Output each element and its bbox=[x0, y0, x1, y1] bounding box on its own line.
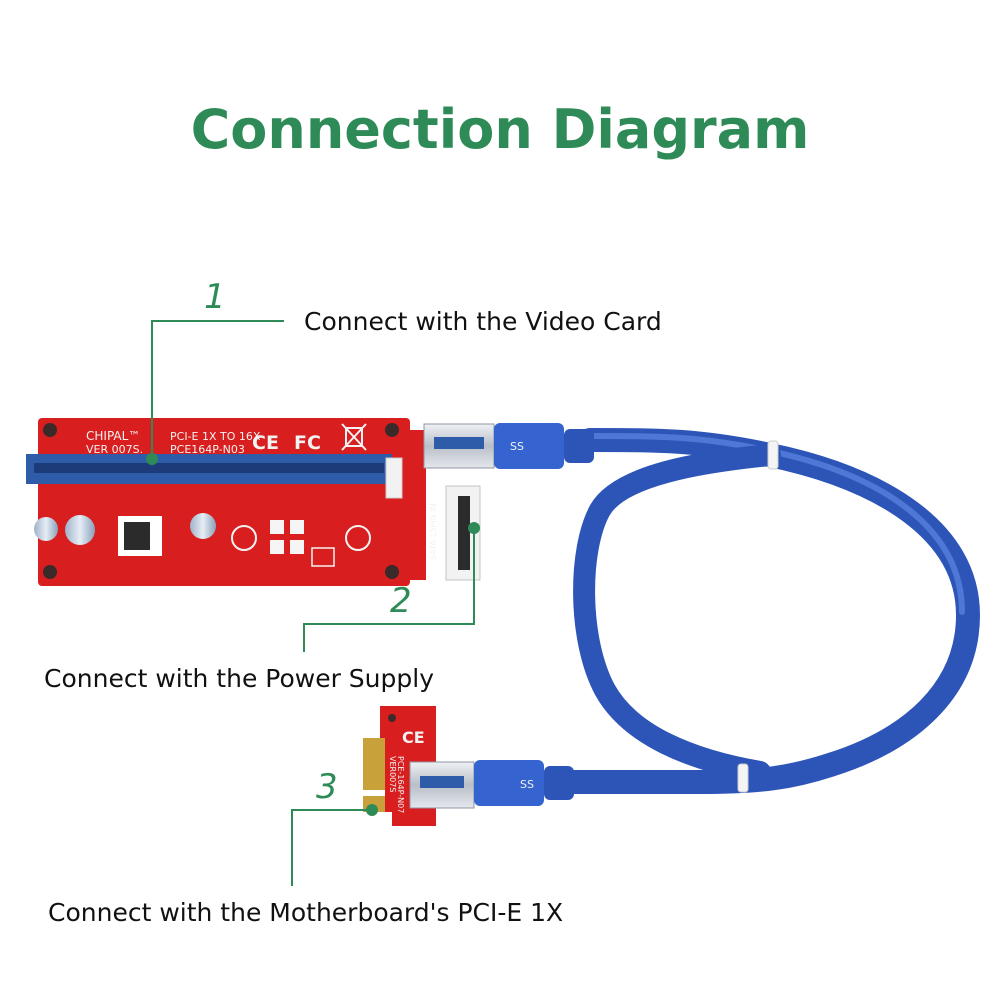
riser-pcb-tab bbox=[410, 430, 426, 580]
callout-label-2: Connect with the Power Supply bbox=[44, 664, 435, 693]
smd-array bbox=[311, 547, 335, 567]
callout-number-2: 2 bbox=[390, 581, 412, 621]
mount-hole bbox=[43, 565, 57, 579]
pcie-x16-slot-channel bbox=[34, 463, 384, 473]
callout-dot-1 bbox=[146, 453, 158, 465]
usb-plug-adapter-strain bbox=[544, 766, 574, 800]
usb-plug-adapter-boot bbox=[474, 760, 544, 806]
usb-port-adapter-tongue bbox=[420, 776, 464, 788]
riser-ce-mark: CE bbox=[252, 432, 279, 454]
mount-hole bbox=[388, 714, 396, 722]
usb-ss-logo: SS bbox=[520, 778, 534, 791]
usb-plug-riser-boot bbox=[564, 429, 594, 463]
callout-label-3: Connect with the Motherboard's PCI-E 1X bbox=[48, 898, 564, 927]
sata-power-connector-slot bbox=[458, 496, 470, 570]
adapter-model-text: PCE-164P-N07 bbox=[396, 756, 405, 813]
voltage-regulator-chip bbox=[124, 522, 150, 550]
callout-line-1 bbox=[151, 320, 284, 458]
riser-board: CHIPAL™ VER 007S. PCI-E 1X TO 16X PCE164… bbox=[26, 418, 495, 586]
capacitor-pad bbox=[231, 525, 257, 551]
adapter-version-text: VER007S bbox=[388, 756, 397, 792]
callout-dot-3 bbox=[366, 804, 378, 816]
callout-number-3: 3 bbox=[316, 767, 338, 807]
sata-label-text: SATA 15PIN IN bbox=[429, 503, 438, 560]
weee-bin-icon bbox=[341, 423, 367, 451]
mount-hole bbox=[43, 423, 57, 437]
capacitor-pad bbox=[345, 525, 371, 551]
callout-lines bbox=[146, 320, 480, 886]
usb-plug-adapter: SS bbox=[474, 760, 574, 806]
callout-line-3 bbox=[291, 809, 372, 886]
cable-tie-top bbox=[767, 440, 779, 470]
cable-tie-bottom bbox=[737, 763, 749, 793]
riser-model-text: PCE164P-N03 bbox=[170, 443, 245, 456]
riser-fc-mark: FC bbox=[294, 432, 321, 454]
mount-hole bbox=[385, 565, 399, 579]
capacitor bbox=[65, 515, 95, 545]
slot-latch bbox=[385, 457, 403, 499]
pcb-cross-mark-cut bbox=[270, 534, 304, 540]
pcie-x1-key bbox=[363, 790, 385, 796]
callout-label-1: Connect with the Video Card bbox=[304, 307, 662, 336]
mount-hole bbox=[385, 423, 399, 437]
usb-cable-highlight bbox=[587, 433, 965, 615]
usb-ss-logo: SS bbox=[510, 440, 524, 453]
pcie-x1-gold-fingers bbox=[363, 738, 385, 812]
usb-cable-inner bbox=[573, 444, 781, 783]
usb-plug-riser-head bbox=[494, 423, 564, 469]
riser-brand-text: CHIPAL™ bbox=[86, 429, 140, 443]
callout-dot-2 bbox=[468, 522, 480, 534]
callout-line-2 bbox=[303, 528, 475, 652]
capacitor bbox=[34, 517, 58, 541]
callout-number-1: 1 bbox=[204, 277, 226, 317]
usb-cable-body bbox=[543, 428, 981, 794]
usb-plug-riser: SS bbox=[494, 423, 594, 469]
diagram-title: Connection Diagram bbox=[190, 98, 810, 161]
riser-spec-text: PCI-E 1X TO 16X bbox=[170, 430, 261, 443]
usb-cable bbox=[543, 428, 981, 794]
riser-version-text: VER 007S. bbox=[86, 443, 143, 456]
usb-port-riser-tongue bbox=[434, 437, 484, 449]
adapter-ce-mark: CE bbox=[402, 728, 425, 747]
adapter-board: CE PCE-164P-N07 VER007S bbox=[363, 706, 475, 826]
capacitor bbox=[190, 513, 216, 539]
